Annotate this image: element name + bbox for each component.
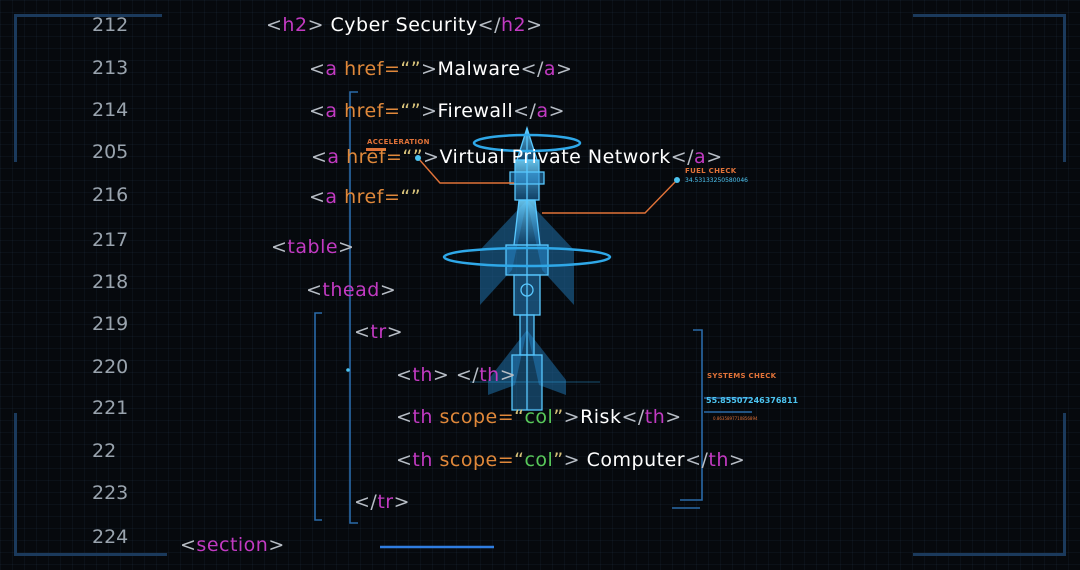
systems-check-subvalue: 0.8635897710856894 xyxy=(713,416,758,421)
code-text: Virtual Private Network xyxy=(439,146,671,168)
code-text: Firewall xyxy=(437,100,514,122)
code-tag: section xyxy=(196,534,269,556)
code-attr: href= xyxy=(344,186,401,208)
code-line-205: <a href=“”>Virtual Private Network</a> xyxy=(311,146,723,168)
code-tag: th xyxy=(412,364,433,386)
frame-corner-bottom-right xyxy=(913,413,1066,556)
fuel-check-label: FUEL CHECK xyxy=(685,167,737,175)
code-line-221: <th scope=“col”>Risk</th> xyxy=(396,406,682,428)
code-tag: tr xyxy=(370,321,387,343)
orbit-rings xyxy=(442,133,612,268)
line-number: 219 xyxy=(92,313,129,335)
code-line-214: <a href=“”>Firewall</a> xyxy=(309,100,566,122)
line-number: 218 xyxy=(92,271,129,293)
code-tag: a xyxy=(325,58,338,80)
systems-check-value: 55.85507246376811 xyxy=(706,396,799,405)
code-tag: th xyxy=(479,364,500,386)
code-tag: a xyxy=(694,146,707,168)
line-number: 217 xyxy=(92,229,129,251)
frame-corner-bottom-left xyxy=(14,413,167,556)
code-tag: h2 xyxy=(282,14,308,36)
marker-dot xyxy=(346,368,350,372)
callout-lines xyxy=(417,157,678,214)
code-attr: href= xyxy=(344,100,401,122)
line-number: 213 xyxy=(92,57,129,79)
code-text: Cyber Security xyxy=(330,14,478,36)
code-string: col xyxy=(524,406,554,428)
code-attr: href= xyxy=(344,58,401,80)
line-number: 223 xyxy=(92,482,129,504)
code-attr: scope= xyxy=(439,449,515,471)
code-tag: a xyxy=(543,58,557,80)
code-line-213: <a href=“”>Malware</a> xyxy=(309,58,573,80)
code-tag: a xyxy=(536,100,549,122)
code-attr: href= xyxy=(346,146,403,168)
code-tag: a xyxy=(325,186,338,208)
code-string: col xyxy=(524,449,554,471)
code-line-220: <th> </th> xyxy=(396,364,517,386)
code-quote: “ xyxy=(514,449,525,471)
code-attr: scope= xyxy=(439,406,515,428)
line-number: 214 xyxy=(92,99,129,121)
callout-dot xyxy=(674,177,680,183)
rocket-body xyxy=(505,125,549,411)
code-line-224: <section> xyxy=(180,534,285,556)
code-line-22: <th scope=“col”> Computer</th> xyxy=(396,449,746,471)
line-number: 205 xyxy=(92,141,129,163)
systems-check-label: SYSTEMS CHECK xyxy=(707,372,777,380)
code-quote: “ xyxy=(514,406,525,428)
fuel-check-value: 34.53133250580046 xyxy=(685,177,748,184)
code-line-217: <table> xyxy=(271,236,355,258)
code-tag: th xyxy=(644,406,666,428)
line-number: 224 xyxy=(92,526,129,548)
code-quote: ” xyxy=(553,406,564,428)
line-number: 220 xyxy=(92,356,129,378)
rocket-fins xyxy=(480,200,574,395)
code-line-216: <a href=“” xyxy=(309,186,422,208)
line-number: 22 xyxy=(92,440,117,462)
code-quote: ” xyxy=(553,449,564,471)
frame-corner-top-left xyxy=(14,14,162,162)
code-line-218: <thead> xyxy=(306,279,397,301)
code-quote: “” xyxy=(400,100,422,122)
code-quote: “” xyxy=(402,146,424,168)
code-line-219: <tr> xyxy=(354,321,404,343)
code-tag: tr xyxy=(377,491,394,513)
code-tag: table xyxy=(287,236,339,258)
frame-corner-top-right xyxy=(913,14,1066,162)
acceleration-label: ACCELERATION xyxy=(367,138,430,146)
code-tag: h2 xyxy=(501,14,527,36)
callout-dot xyxy=(415,155,421,161)
code-quote: “” xyxy=(400,58,422,80)
line-number: 212 xyxy=(92,14,129,36)
line-number: 216 xyxy=(92,184,129,206)
code-line-212: <h2> Cyber Security</h2> xyxy=(266,14,543,36)
code-text: Computer xyxy=(586,449,686,471)
code-text: Malware xyxy=(437,58,521,80)
code-tag: a xyxy=(325,100,338,122)
code-tag: th xyxy=(708,449,729,471)
acceleration-bar xyxy=(366,148,386,151)
code-tag: a xyxy=(327,146,340,168)
code-text: Risk xyxy=(580,406,622,428)
code-tag: th xyxy=(412,449,433,471)
line-number: 221 xyxy=(92,397,129,419)
code-quote: “” xyxy=(400,186,422,208)
bracket-lines xyxy=(314,91,752,524)
code-tag: th xyxy=(412,406,433,428)
code-line-223: </tr> xyxy=(354,491,411,513)
code-tag: thead xyxy=(322,279,380,301)
